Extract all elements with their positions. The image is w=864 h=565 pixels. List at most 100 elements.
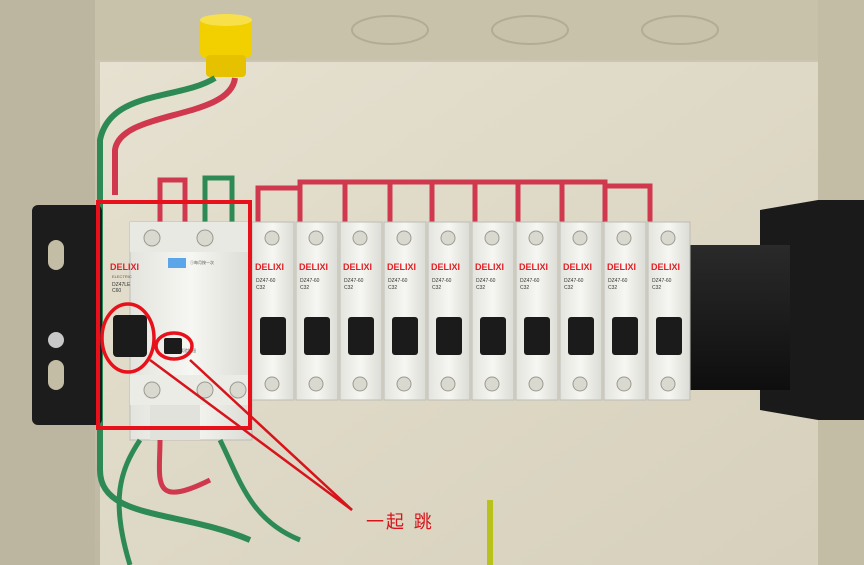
branch-breaker-model: DZ47-60	[300, 278, 320, 284]
terminal-screw	[396, 230, 412, 246]
branch-breaker-brand: DELIXI	[519, 262, 548, 272]
highlight-box	[96, 200, 252, 430]
knockout-hole	[641, 15, 719, 45]
annotation-arrow	[189, 359, 353, 511]
main-breaker-side-text: ①每月按一次	[190, 259, 214, 265]
busbar-loops	[255, 179, 653, 222]
feed-wire-red	[112, 77, 238, 195]
branch-breaker-rating: C32	[432, 285, 441, 291]
terminal-screw	[352, 230, 368, 246]
branch-breaker-rating: C32	[520, 285, 529, 291]
main-breaker-test-label: 试验按钮	[180, 347, 196, 353]
branch-breaker-rating: C32	[652, 285, 661, 291]
branch-breaker-model: DZ47-60	[432, 278, 452, 284]
annotation-arrow	[149, 358, 353, 512]
terminal-screw	[660, 376, 676, 392]
terminal-screw	[616, 230, 632, 246]
terminal-screw	[528, 230, 544, 246]
branch-breaker-brand: DELIXI	[299, 262, 328, 272]
branch-toggle	[568, 317, 594, 355]
output-wire-red	[156, 439, 212, 495]
terminal-screw	[352, 376, 368, 392]
branch-toggle	[436, 317, 462, 355]
terminal-screw	[660, 230, 676, 246]
main-toggle	[113, 315, 147, 357]
terminal-screw	[308, 376, 324, 392]
branch-breaker-model: DZ47-60	[476, 278, 496, 284]
branch-breaker-brand: DELIXI	[255, 262, 284, 272]
branch-breaker-brand: DELIXI	[475, 262, 504, 272]
branch-toggle	[392, 317, 418, 355]
branch-breaker-rating: C32	[608, 285, 617, 291]
branch-breaker-brand: DELIXI	[343, 262, 372, 272]
branch-breaker-model: DZ47-60	[388, 278, 408, 284]
feed-wire-green	[97, 75, 252, 543]
branch-breaker-brand: DELIXI	[387, 262, 416, 272]
knockout-hole	[351, 15, 429, 45]
test-button-highlight-circle	[154, 331, 194, 361]
main-breaker-brand: DELIXI	[110, 262, 139, 272]
branch-toggle	[656, 317, 682, 355]
branch-breaker-brand: DELIXI	[431, 262, 460, 272]
output-wire-green-2	[217, 438, 301, 543]
test-button	[164, 338, 182, 354]
main-rcd-breaker: DELIXI ELECTRIC DZ47LE C60 ①每月按一次 试验按钮	[110, 221, 253, 441]
terminal-screw	[264, 230, 280, 246]
branch-breaker-rating: C32	[256, 285, 265, 291]
branch-breaker-rating: C32	[344, 285, 353, 291]
branch-breaker-rating: C32	[388, 285, 397, 291]
branch-toggle	[348, 317, 374, 355]
terminal-screw	[264, 376, 280, 392]
terminal-screw	[440, 230, 456, 246]
branch-breaker-model: DZ47-60	[520, 278, 540, 284]
knockout-hole	[491, 15, 569, 45]
annotation-label: 一起 跳	[366, 512, 434, 533]
branch-toggle	[480, 317, 506, 355]
terminal-screw	[528, 376, 544, 392]
branch-toggle	[612, 317, 638, 355]
branch-breaker-rating: C32	[476, 285, 485, 291]
terminal-screw	[616, 376, 632, 392]
branch-breaker-rating: C32	[300, 285, 309, 291]
cable-gland	[200, 14, 252, 77]
main-breaker-sub: ELECTRIC	[112, 274, 132, 279]
terminal-screw	[484, 230, 500, 246]
enclosure-top-lip	[0, 0, 864, 60]
branch-breaker-brand: DELIXI	[651, 262, 680, 272]
branch-breaker-model: DZ47-60	[344, 278, 364, 284]
left-rail-bracket	[32, 205, 102, 425]
branch-breaker-model: DZ47-60	[564, 278, 584, 284]
branch-breaker-brand: DELIXI	[607, 262, 636, 272]
branch-toggle	[260, 317, 286, 355]
branch-toggle	[524, 317, 550, 355]
terminal-screw	[440, 376, 456, 392]
din-rail	[680, 245, 790, 390]
terminal-screw	[572, 376, 588, 392]
terminal-screw	[396, 376, 412, 392]
branch-breaker-model: DZ47-60	[256, 278, 276, 284]
branch-toggle	[304, 317, 330, 355]
main-breaker-model: DZ47LE	[112, 282, 131, 288]
toggle-highlight-circle	[100, 302, 156, 374]
output-wire-green	[116, 438, 143, 565]
branch-breaker-brand: DELIXI	[563, 262, 592, 272]
branch-breaker-model: DZ47-60	[608, 278, 628, 284]
terminal-screw	[484, 376, 500, 392]
terminal-screw	[308, 230, 324, 246]
terminal-screw	[572, 230, 588, 246]
branch-breaker-rating: C32	[564, 285, 573, 291]
main-breaker-rating: C60	[112, 288, 121, 294]
branch-breaker-model: DZ47-60	[652, 278, 672, 284]
branch-breakers: DELIXIDZ47-60C32DELIXIDZ47-60C32DELIXIDZ…	[251, 221, 691, 401]
